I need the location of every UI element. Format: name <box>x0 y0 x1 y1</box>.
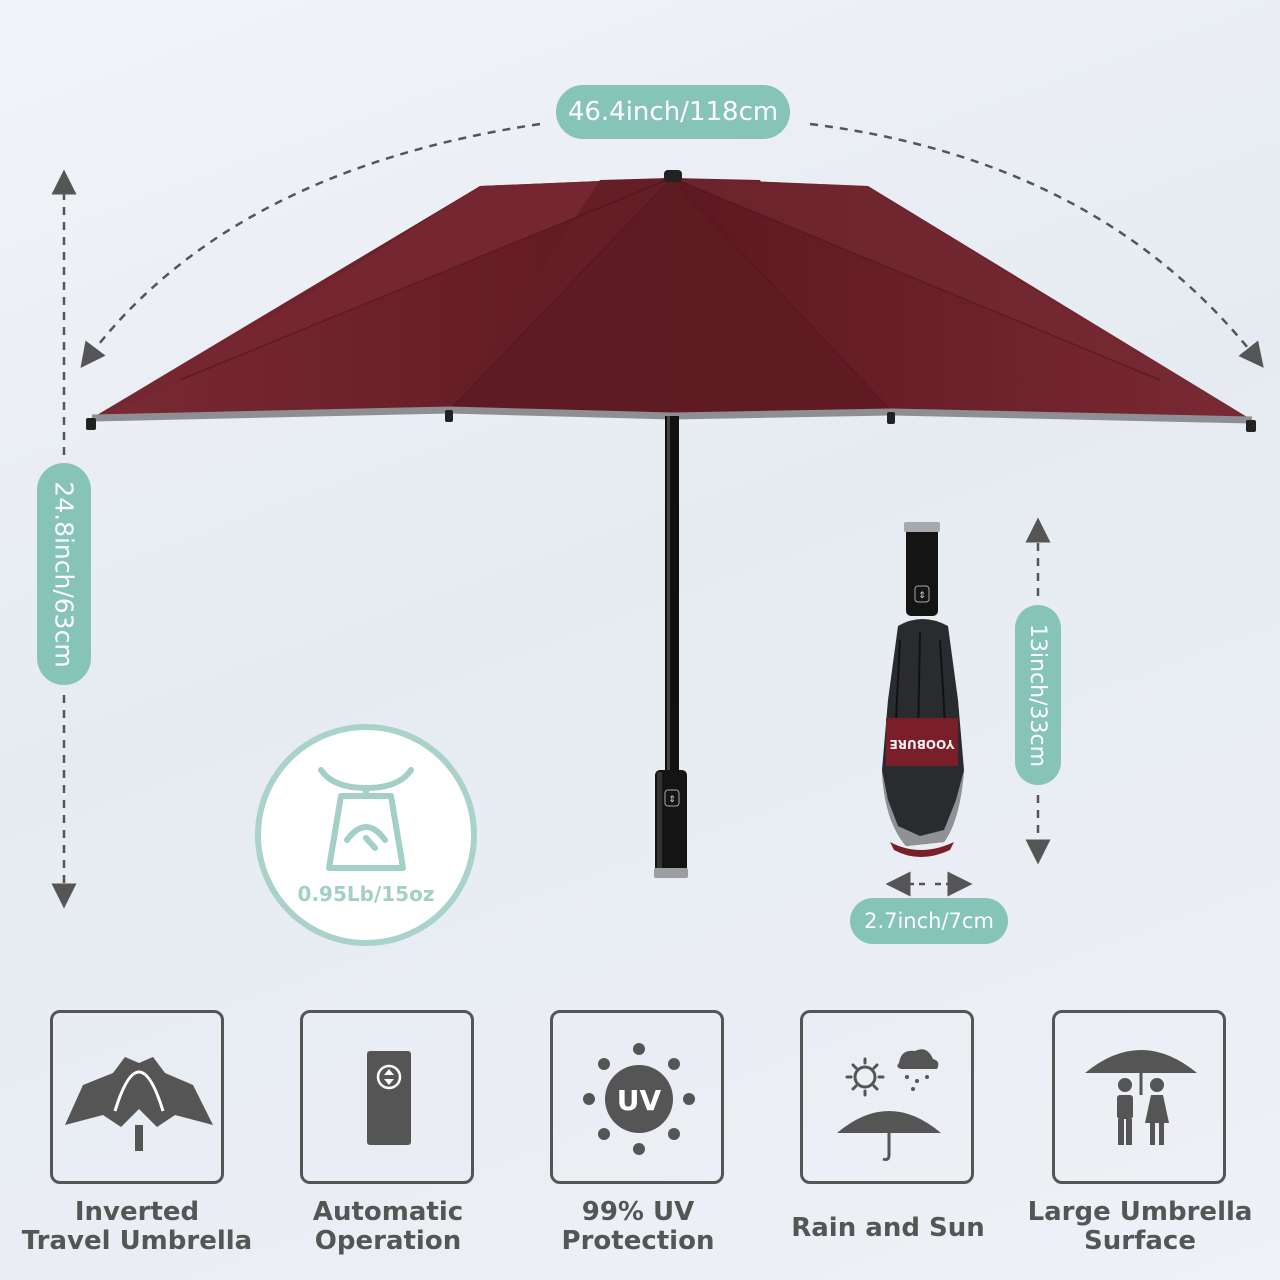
feature-label-inverted: Inverted Travel Umbrella <box>7 1198 267 1256</box>
feature-box-large <box>1052 1010 1226 1184</box>
feature-label-large: Large Umbrella Surface <box>1010 1198 1270 1256</box>
feature-label-uv: 99% UV Protection <box>508 1198 768 1256</box>
weight-badge: 0.95Lb/15oz <box>255 724 477 946</box>
folded-width-label: 2.7inch/7cm <box>850 898 1008 944</box>
height-dimension-label: 24.8inch/63cm <box>49 480 79 668</box>
feature-label-line1: 99% UV <box>581 1197 695 1227</box>
feature-label-line1: Automatic <box>312 1197 464 1227</box>
feature-box-automatic <box>300 1010 474 1184</box>
feature-label-line2: Travel Umbrella <box>21 1226 253 1256</box>
weight-label: 0.95Lb/15oz <box>297 882 435 906</box>
folded-length-label: 13inch/33cm <box>1025 623 1051 767</box>
feature-label-line2: Operation <box>314 1226 462 1256</box>
svg-text:UV: UV <box>617 1084 662 1117</box>
feature-label-rain-sun: Rain and Sun <box>758 1214 1018 1243</box>
svg-text:⇕: ⇕ <box>918 591 926 601</box>
feature-label-line1: Large Umbrella <box>1027 1197 1253 1227</box>
auto-handle-icon <box>367 1051 411 1145</box>
height-dimension-pill: 24.8inch/63cm <box>37 463 91 685</box>
couple-umbrella-icon <box>1085 1050 1197 1145</box>
brand-text: YOOBURE <box>890 737 956 751</box>
feature-box-rain-sun <box>800 1010 974 1184</box>
span-arc-left <box>80 122 541 368</box>
folded-length-pill: 13inch/33cm <box>1015 605 1061 785</box>
feature-label-line1: Inverted <box>74 1197 200 1227</box>
feature-box-uv: UV <box>550 1010 724 1184</box>
feature-label-line1: Rain and Sun <box>791 1213 985 1243</box>
feature-label-line2: Protection <box>561 1226 715 1256</box>
scale-icon <box>318 767 414 871</box>
inverted-umbrella-icon <box>65 1057 213 1151</box>
uv-sun-icon: UV <box>583 1043 695 1155</box>
feature-label-line2: Surface <box>1084 1226 1196 1256</box>
feature-label-automatic: Automatic Operation <box>258 1198 518 1256</box>
span-dimension-label: 46.4inch/118cm <box>556 85 790 139</box>
svg-text:⇕: ⇕ <box>668 795 676 805</box>
span-arc-right <box>809 122 1264 368</box>
rain-sun-umbrella-icon <box>837 1049 941 1161</box>
feature-box-inverted <box>50 1010 224 1184</box>
